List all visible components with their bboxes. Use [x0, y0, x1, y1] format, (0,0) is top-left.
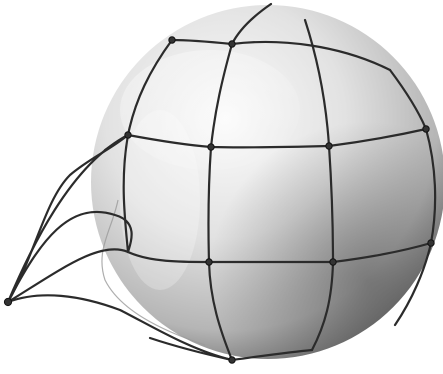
knot: [428, 240, 434, 246]
knot: [208, 144, 214, 150]
knot-gather: [4, 298, 11, 305]
knot: [229, 41, 235, 47]
knot: [125, 132, 131, 138]
knot: [423, 126, 429, 132]
knot: [229, 357, 235, 363]
knot: [326, 143, 332, 149]
knot: [206, 259, 212, 265]
knot: [330, 259, 336, 265]
knot: [169, 37, 175, 43]
